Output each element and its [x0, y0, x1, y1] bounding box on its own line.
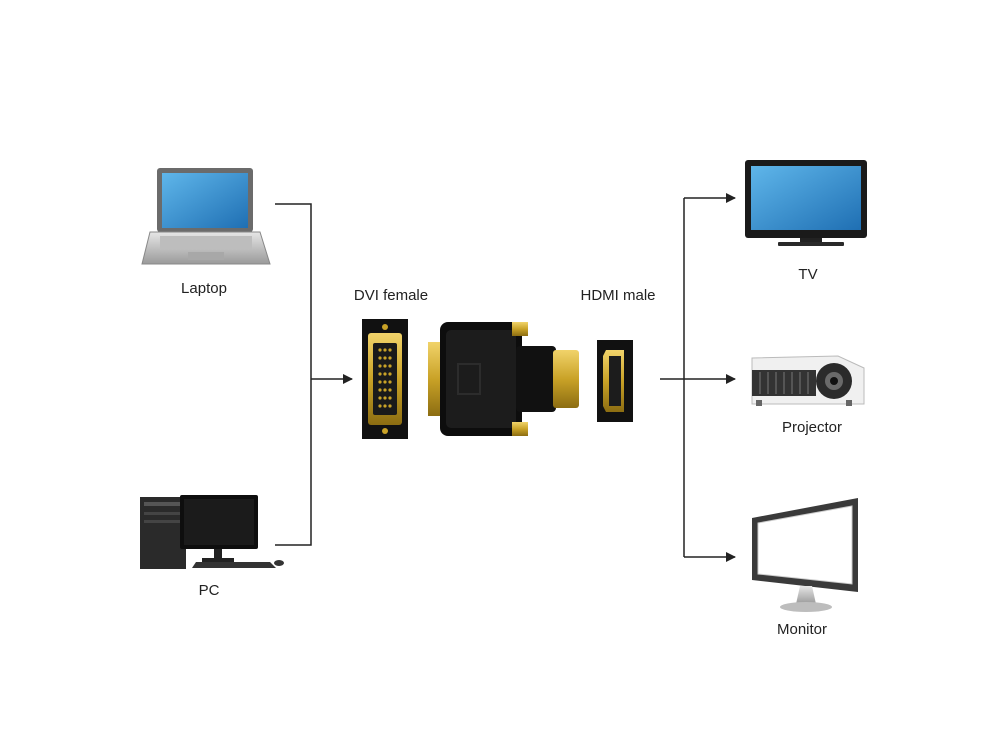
hdmi-male-label: HDMI male [580, 287, 656, 304]
left-connector-lines [275, 203, 353, 546]
laptop-label: Laptop [181, 280, 227, 297]
dvi-female-label: DVI female [353, 287, 429, 304]
projector-icon [751, 355, 865, 406]
dvi-female-icon [362, 319, 408, 439]
monitor-icon [752, 498, 858, 612]
right-connector-lines [660, 193, 736, 562]
monitor-label: Monitor [776, 621, 828, 638]
pc-icon [140, 495, 284, 569]
tv-icon [745, 160, 867, 246]
tv-label: TV [798, 266, 818, 283]
pc-label: PC [198, 582, 220, 599]
hdmi-male-icon [597, 340, 633, 422]
projector-label: Projector [781, 419, 843, 436]
adapter-icon [428, 322, 579, 436]
laptop-icon [141, 168, 271, 265]
